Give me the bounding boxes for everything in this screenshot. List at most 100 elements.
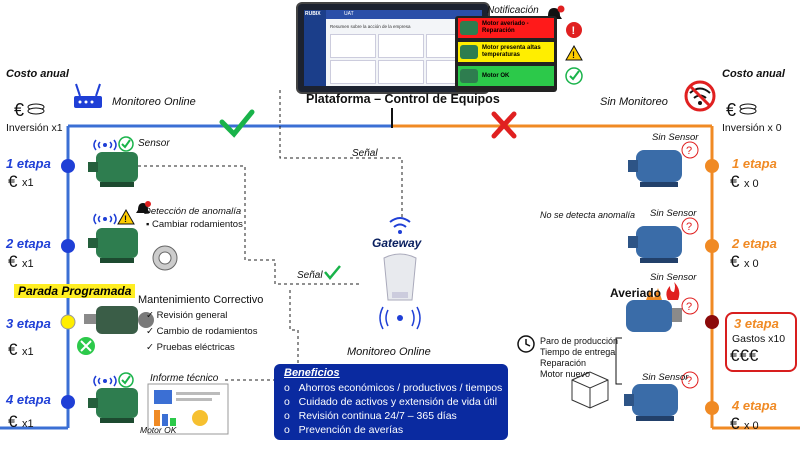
benefit-item-text: Cuidado de activos y extensión de vida ú… — [298, 396, 498, 408]
motor-icon-1 — [88, 152, 138, 187]
no-sensor-label-3: Sin Sensor — [650, 272, 697, 283]
notification-item-failure: Motor averiado - Reparación — [458, 18, 554, 38]
left-stage-3-label: 3 etapa — [6, 316, 51, 331]
svg-text:?: ? — [686, 221, 692, 233]
sensor-label: Sensor — [138, 138, 170, 149]
dashboard-card-1 — [330, 34, 376, 58]
failure-cost-box — [725, 312, 797, 372]
signal-label-mid: Señal — [297, 270, 323, 281]
benefit-bullet: o — [284, 396, 290, 408]
benefit-item-text: Prevención de averías — [298, 424, 404, 436]
left-stage-2-label: 2 etapa — [6, 236, 51, 251]
motor-blue-icon-1 — [628, 150, 682, 187]
corrective-item-text: Cambio de rodamientos — [156, 326, 258, 337]
anomaly-warning-icon: ! — [117, 208, 135, 225]
left-node-4 — [61, 395, 75, 409]
svg-text:?: ? — [686, 375, 692, 387]
right-stage-2-mult: x 0 — [744, 258, 759, 270]
right-stage-3-label: 3 etapa — [734, 316, 779, 331]
right-node-4 — [705, 401, 719, 415]
platform-logo: RUBIX — [305, 11, 321, 17]
unknown-question-icon-1: ? — [681, 141, 699, 159]
left-monitoring-label: Monitoreo Online — [112, 96, 196, 108]
right-node-1 — [705, 159, 719, 173]
right-stage-3-mult: €€€ — [730, 346, 759, 365]
no-sensor-label-4: Sin Sensor — [642, 372, 689, 383]
signal-label-top: Señal — [352, 148, 378, 159]
sensor-wave-icon-2 — [93, 213, 117, 225]
right-stage-2-label: 2 etapa — [732, 236, 777, 251]
right-stage-2-cost: € — [730, 252, 740, 271]
corrective-item-1: ✓ Revisión general — [146, 310, 228, 321]
left-stage-1-cost: € — [8, 172, 18, 191]
left-money-icon: € — [14, 100, 45, 120]
left-node-3 — [60, 314, 76, 330]
consequence-3: Reparación — [540, 358, 587, 368]
notification-item-text: Motor presenta altas temperaturas — [482, 45, 541, 58]
benefit-item-text: Revisión continua 24/7 – 365 días — [298, 410, 457, 422]
package-box-icon — [571, 371, 609, 409]
left-stage-4-label: 4 etapa — [6, 392, 51, 407]
center-online-label: Monitoreo Online — [347, 346, 431, 358]
left-stage-3-mult: x1 — [22, 346, 34, 358]
dashboard-card-2 — [378, 34, 424, 58]
notification-item-text: Motor OK — [482, 72, 510, 79]
corrective-item-text: Revisión general — [156, 310, 228, 321]
benefit-bullet: o — [284, 424, 290, 436]
dashboard-sidebar — [304, 10, 326, 86]
notification-label: Notificación — [487, 5, 539, 16]
benefit-item-2: o Cuidado de activos y extensión de vida… — [284, 396, 497, 408]
corrective-item-text: Pruebas eléctricas — [156, 342, 235, 353]
clock-icon — [517, 335, 535, 353]
corrective-item-3: ✓ Pruebas eléctricas — [146, 342, 235, 353]
right-stage-1-label: 1 etapa — [732, 156, 777, 171]
anomaly-label: Detección de anomalía — [144, 206, 242, 217]
left-stage-2-cost: € — [8, 252, 18, 271]
approve-check-icon — [219, 109, 255, 138]
benefit-item-4: o Prevención de averías — [284, 424, 403, 436]
gateway-label: Gateway — [372, 236, 422, 250]
motor-blue-icon-4 — [624, 384, 678, 421]
left-stage-1-label: 1 etapa — [6, 156, 51, 171]
dashboard-card-5 — [378, 60, 424, 84]
unknown-question-icon-4: ? — [681, 371, 699, 389]
benefits-box: Beneficios o Ahorros económicos / produc… — [274, 364, 508, 440]
corrective-title: Mantenimiento Correctivo — [138, 294, 264, 306]
no-anomaly-label: No se detecta anomalía — [540, 210, 636, 220]
no-sensor-label-1: Sin Sensor — [652, 132, 699, 143]
broken-label: Averiado — [610, 286, 661, 300]
svg-text:?: ? — [686, 301, 692, 313]
platform-title: Plataforma – Control de Equipos — [306, 92, 500, 106]
left-stage-1-mult: x1 — [22, 177, 34, 189]
notification-item-ok: Motor OK — [458, 66, 554, 86]
right-node-3 — [705, 315, 719, 329]
right-stage-1-cost: € — [730, 172, 740, 191]
gateway-device-icon — [379, 217, 421, 330]
technical-report-icon — [147, 383, 229, 435]
dashboard-card-4 — [330, 60, 376, 84]
sensor-wave-icon-1 — [93, 139, 117, 151]
motor-ok-check-icon — [118, 372, 134, 388]
signal-line-sensor — [120, 165, 360, 285]
right-stage-4-cost: € — [730, 414, 740, 433]
right-stage-4-mult: x 0 — [744, 420, 759, 432]
left-stage-2-mult: x1 — [22, 258, 34, 270]
left-node-1 — [61, 159, 75, 173]
motor-icon-4 — [88, 388, 138, 423]
left-cost-label: Costo anual — [6, 68, 69, 80]
screen-title: UAT — [344, 11, 354, 17]
benefit-item-text: Ahorros económicos / productivos / tiemp… — [298, 382, 503, 394]
sensor-ok-check-icon — [118, 136, 134, 152]
platform-dashboard: RUBIX UAT Resumen sobre la acción de la … — [304, 10, 482, 86]
left-stage-4-cost: € — [8, 412, 18, 431]
benefit-bullet: o — [284, 410, 290, 422]
anomaly-bullet: ▪ Cambiar rodamientos — [146, 219, 243, 230]
left-stage-3-cost: € — [8, 340, 18, 359]
notification-bell-icon-small — [136, 201, 151, 213]
svg-text:€: € — [14, 100, 24, 120]
right-monitoring-label: Sin Monitoreo — [600, 96, 668, 108]
motor-thumb-icon — [460, 21, 478, 35]
right-money-icon: € — [726, 100, 757, 120]
anomaly-bullet-text: Cambiar rodamientos — [152, 219, 243, 230]
